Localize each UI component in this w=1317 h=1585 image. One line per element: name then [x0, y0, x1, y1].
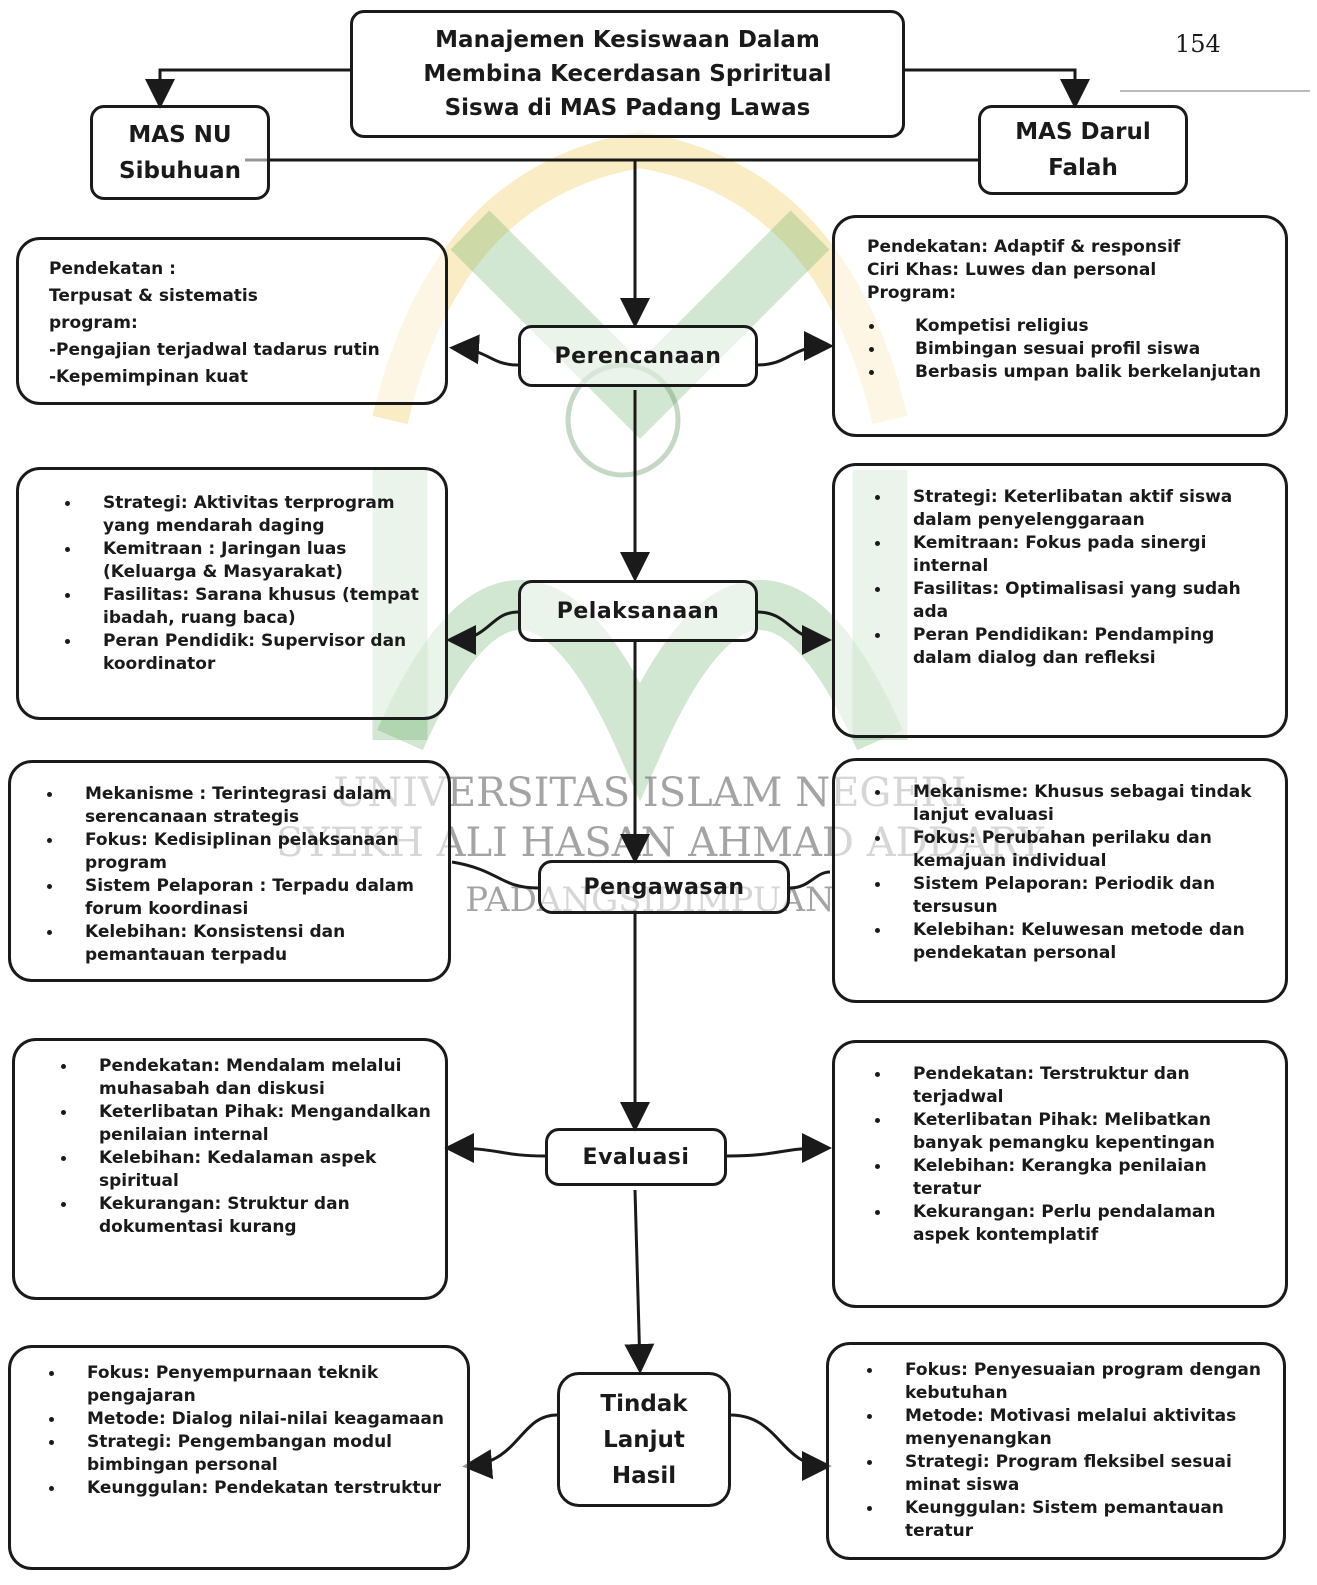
stage-tindak-line-1: Tindak: [600, 1390, 688, 1417]
evaluasi-left-item: Pendekatan: Mendalam melalui muhasabah d…: [77, 1055, 433, 1101]
title-line-1: Manajemen Kesiswaan Dalam: [435, 27, 820, 53]
pengawasan-left-item: Mekanisme : Terintegrasi dalam serencana…: [63, 783, 436, 829]
title-box: Manajemen Kesiswaan Dalam Membina Kecerd…: [350, 10, 905, 138]
evaluasi-right-box: Pendekatan: Terstruktur dan terjadwal Ke…: [832, 1040, 1288, 1308]
perencanaan-right-header: Program:: [867, 283, 957, 303]
pelaksanaan-left-item: Strategi: Aktivitas terprogram yang mend…: [81, 492, 433, 538]
evaluasi-left-box: Pendekatan: Mendalam melalui muhasabah d…: [12, 1038, 448, 1300]
page-number: 154: [1175, 30, 1221, 58]
pelaksanaan-left-item: Peran Pendidik: Supervisor dan koordinat…: [81, 630, 433, 676]
stage-perencanaan-label: Perencanaan: [554, 343, 722, 369]
stage-tindak-line-2: Lanjut: [603, 1426, 685, 1453]
school-right-line-1: MAS Darul: [1015, 119, 1151, 145]
evaluasi-right-item: Kelebihan: Kerangka penilaian teratur: [891, 1155, 1273, 1201]
stage-pelaksanaan: Pelaksanaan: [518, 580, 758, 642]
stage-evaluasi-label: Evaluasi: [582, 1144, 690, 1170]
perencanaan-right-item: Berbasis umpan balik berkelanjutan: [885, 361, 1275, 384]
perencanaan-right-header: Ciri Khas: Luwes dan personal: [867, 260, 1157, 280]
pelaksanaan-left-box: Strategi: Aktivitas terprogram yang mend…: [16, 467, 448, 720]
perencanaan-left-line: program:: [49, 313, 138, 333]
school-left-line-2: Sibuhuan: [119, 157, 241, 184]
school-darul-falah-box: MAS Darul Falah: [978, 105, 1188, 195]
pengawasan-left-item: Fokus: Kedisiplinan pelaksanaan program: [63, 829, 436, 875]
pengawasan-right-item: Fokus: Perubahan perilaku dan kemajuan i…: [891, 827, 1273, 873]
pengawasan-right-item: Mekanisme: Khusus sebagai tindak lanjut …: [891, 781, 1273, 827]
tindak-right-box: Fokus: Penyesuaian program dengan kebutu…: [826, 1342, 1286, 1560]
evaluasi-right-item: Kekurangan: Perlu pendalaman aspek konte…: [891, 1201, 1273, 1247]
title-line-3: Siswa di MAS Padang Lawas: [444, 95, 811, 121]
perencanaan-left-line: -Kepemimpinan kuat: [49, 367, 249, 387]
perencanaan-left-line: Terpusat & sistematis: [49, 286, 258, 306]
perencanaan-right-item: Kompetisi religius: [885, 315, 1275, 338]
pelaksanaan-right-item: Fasilitas: Optimalisasi yang sudah ada: [891, 578, 1273, 624]
evaluasi-right-item: Pendekatan: Terstruktur dan terjadwal: [891, 1063, 1273, 1109]
perencanaan-right-item: Bimbingan sesuai profil siswa: [885, 338, 1275, 361]
pelaksanaan-left-item: Fasilitas: Sarana khusus (tempat ibadah,…: [81, 584, 433, 630]
stage-perencanaan: Perencanaan: [518, 325, 758, 387]
stage-pengawasan: Pengawasan: [538, 860, 790, 914]
pengawasan-right-item: Sistem Pelaporan: Periodik dan tersusun: [891, 873, 1273, 919]
evaluasi-left-item: Kekurangan: Struktur dan dokumentasi kur…: [77, 1193, 433, 1239]
tindak-right-item: Fokus: Penyesuaian program dengan kebutu…: [883, 1359, 1271, 1405]
pengawasan-right-item: Kelebihan: Keluwesan metode dan pendekat…: [891, 919, 1273, 965]
tindak-left-item: Strategi: Pengembangan modul bimbingan p…: [65, 1431, 455, 1477]
stage-pengawasan-label: Pengawasan: [583, 874, 745, 900]
stage-tindak-line-3: Hasil: [611, 1462, 677, 1489]
tindak-left-item: Keunggulan: Pendekatan terstruktur: [65, 1477, 455, 1500]
school-mas-nu-box: MAS NU Sibuhuan: [90, 105, 270, 200]
pengawasan-left-item: Kelebihan: Konsistensi dan pemantauan te…: [63, 921, 436, 967]
stage-pelaksanaan-label: Pelaksanaan: [556, 598, 720, 624]
pelaksanaan-right-box: Strategi: Keterlibatan aktif siswa dalam…: [832, 463, 1288, 738]
perencanaan-left-line: -Pengajian terjadwal tadarus rutin: [49, 340, 380, 360]
tindak-left-box: Fokus: Penyempurnaan teknik pengajaran M…: [8, 1345, 470, 1570]
perencanaan-left-line: Pendekatan :: [49, 259, 176, 279]
tindak-right-item: Metode: Motivasi melalui aktivitas menye…: [883, 1405, 1271, 1451]
header-rule: [1120, 90, 1310, 92]
pelaksanaan-left-item: Kemitraan : Jaringan luas (Keluarga & Ma…: [81, 538, 433, 584]
evaluasi-left-item: Kelebihan: Kedalaman aspek spiritual: [77, 1147, 433, 1193]
evaluasi-right-item: Keterlibatan Pihak: Melibatkan banyak pe…: [891, 1109, 1273, 1155]
title-line-2: Membina Kecerdasan Spriritual: [423, 61, 832, 87]
tindak-left-item: Metode: Dialog nilai-nilai keagamaan: [65, 1408, 455, 1431]
perencanaan-right-header: Pendekatan: Adaptif & responsif: [867, 237, 1181, 257]
pengawasan-left-box: Mekanisme : Terintegrasi dalam serencana…: [8, 760, 451, 982]
tindak-left-item: Fokus: Penyempurnaan teknik pengajaran: [65, 1362, 455, 1408]
pengawasan-right-box: Mekanisme: Khusus sebagai tindak lanjut …: [832, 758, 1288, 1003]
pelaksanaan-right-item: Kemitraan: Fokus pada sinergi internal: [891, 532, 1273, 578]
stage-evaluasi: Evaluasi: [545, 1128, 727, 1186]
school-right-line-2: Falah: [1048, 155, 1118, 181]
pengawasan-left-item: Sistem Pelaporan : Terpadu dalam forum k…: [63, 875, 436, 921]
school-left-line-1: MAS NU: [128, 121, 232, 148]
pelaksanaan-right-item: Peran Pendidikan: Pendamping dalam dialo…: [891, 624, 1273, 670]
pelaksanaan-right-item: Strategi: Keterlibatan aktif siswa dalam…: [891, 486, 1273, 532]
perencanaan-left-box: Pendekatan : Terpusat & sistematis progr…: [16, 237, 448, 405]
stage-tindak-lanjut: Tindak Lanjut Hasil: [557, 1372, 731, 1507]
evaluasi-left-item: Keterlibatan Pihak: Mengandalkan penilai…: [77, 1101, 433, 1147]
tindak-right-item: Strategi: Program fleksibel sesuai minat…: [883, 1451, 1271, 1497]
perencanaan-right-box: Pendekatan: Adaptif & responsif Ciri Kha…: [832, 215, 1288, 437]
tindak-right-item: Keunggulan: Sistem pemantauan teratur: [883, 1497, 1271, 1543]
